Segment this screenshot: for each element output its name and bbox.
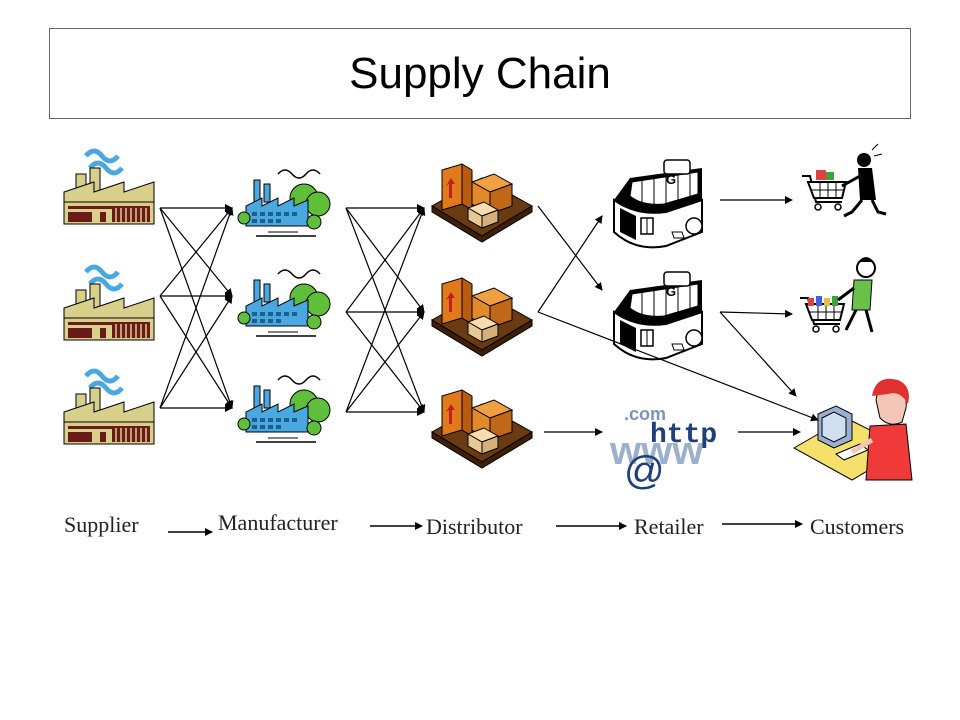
distributor-pallet-icon <box>431 163 533 243</box>
title-box: Supply Chain <box>49 28 911 119</box>
distributor-to-retailer-arrows <box>537 205 819 436</box>
online-retailer-icon: www .com http @ <box>609 404 717 493</box>
supplier-factory-icon <box>64 151 154 224</box>
retail-store-icon: G <box>613 159 703 249</box>
customer-shopper-icon <box>799 257 876 333</box>
stage-label-manufacturer: Manufacturer <box>218 510 338 535</box>
distributor-pallet-icon <box>431 389 533 469</box>
supplier-to-manufacturer-arrows <box>159 204 234 412</box>
stage-flow-arrows <box>168 520 803 536</box>
customer-computer-icon <box>792 378 913 481</box>
www-text: www <box>609 429 704 473</box>
distributor-pallet-icon <box>431 277 533 357</box>
stage-label-distributor: Distributor <box>426 514 523 539</box>
http-text: http <box>650 420 717 451</box>
manufacturer-factory-icon <box>237 169 331 237</box>
page-title: Supply Chain <box>349 48 611 98</box>
stage-label-retailer: Retailer <box>634 514 704 539</box>
manufacturer-to-distributor-arrows <box>345 204 426 416</box>
supplier-factory-icon <box>64 371 154 444</box>
customer-shopper-icon <box>801 143 887 218</box>
store-sign-text: G <box>666 172 676 187</box>
store-sign-text: G <box>666 284 676 299</box>
dotcom-text: .com <box>624 404 666 424</box>
manufacturer-factory-icon <box>237 269 331 337</box>
retailer-to-customer-arrows <box>719 196 801 436</box>
manufacturer-factory-icon <box>237 375 331 443</box>
retail-store-icon: G <box>613 271 703 361</box>
supplier-factory-icon <box>64 267 154 340</box>
at-sign-text: @ <box>624 449 665 493</box>
stage-label-supplier: Supplier <box>64 512 139 537</box>
stage-label-customers: Customers <box>810 514 905 539</box>
